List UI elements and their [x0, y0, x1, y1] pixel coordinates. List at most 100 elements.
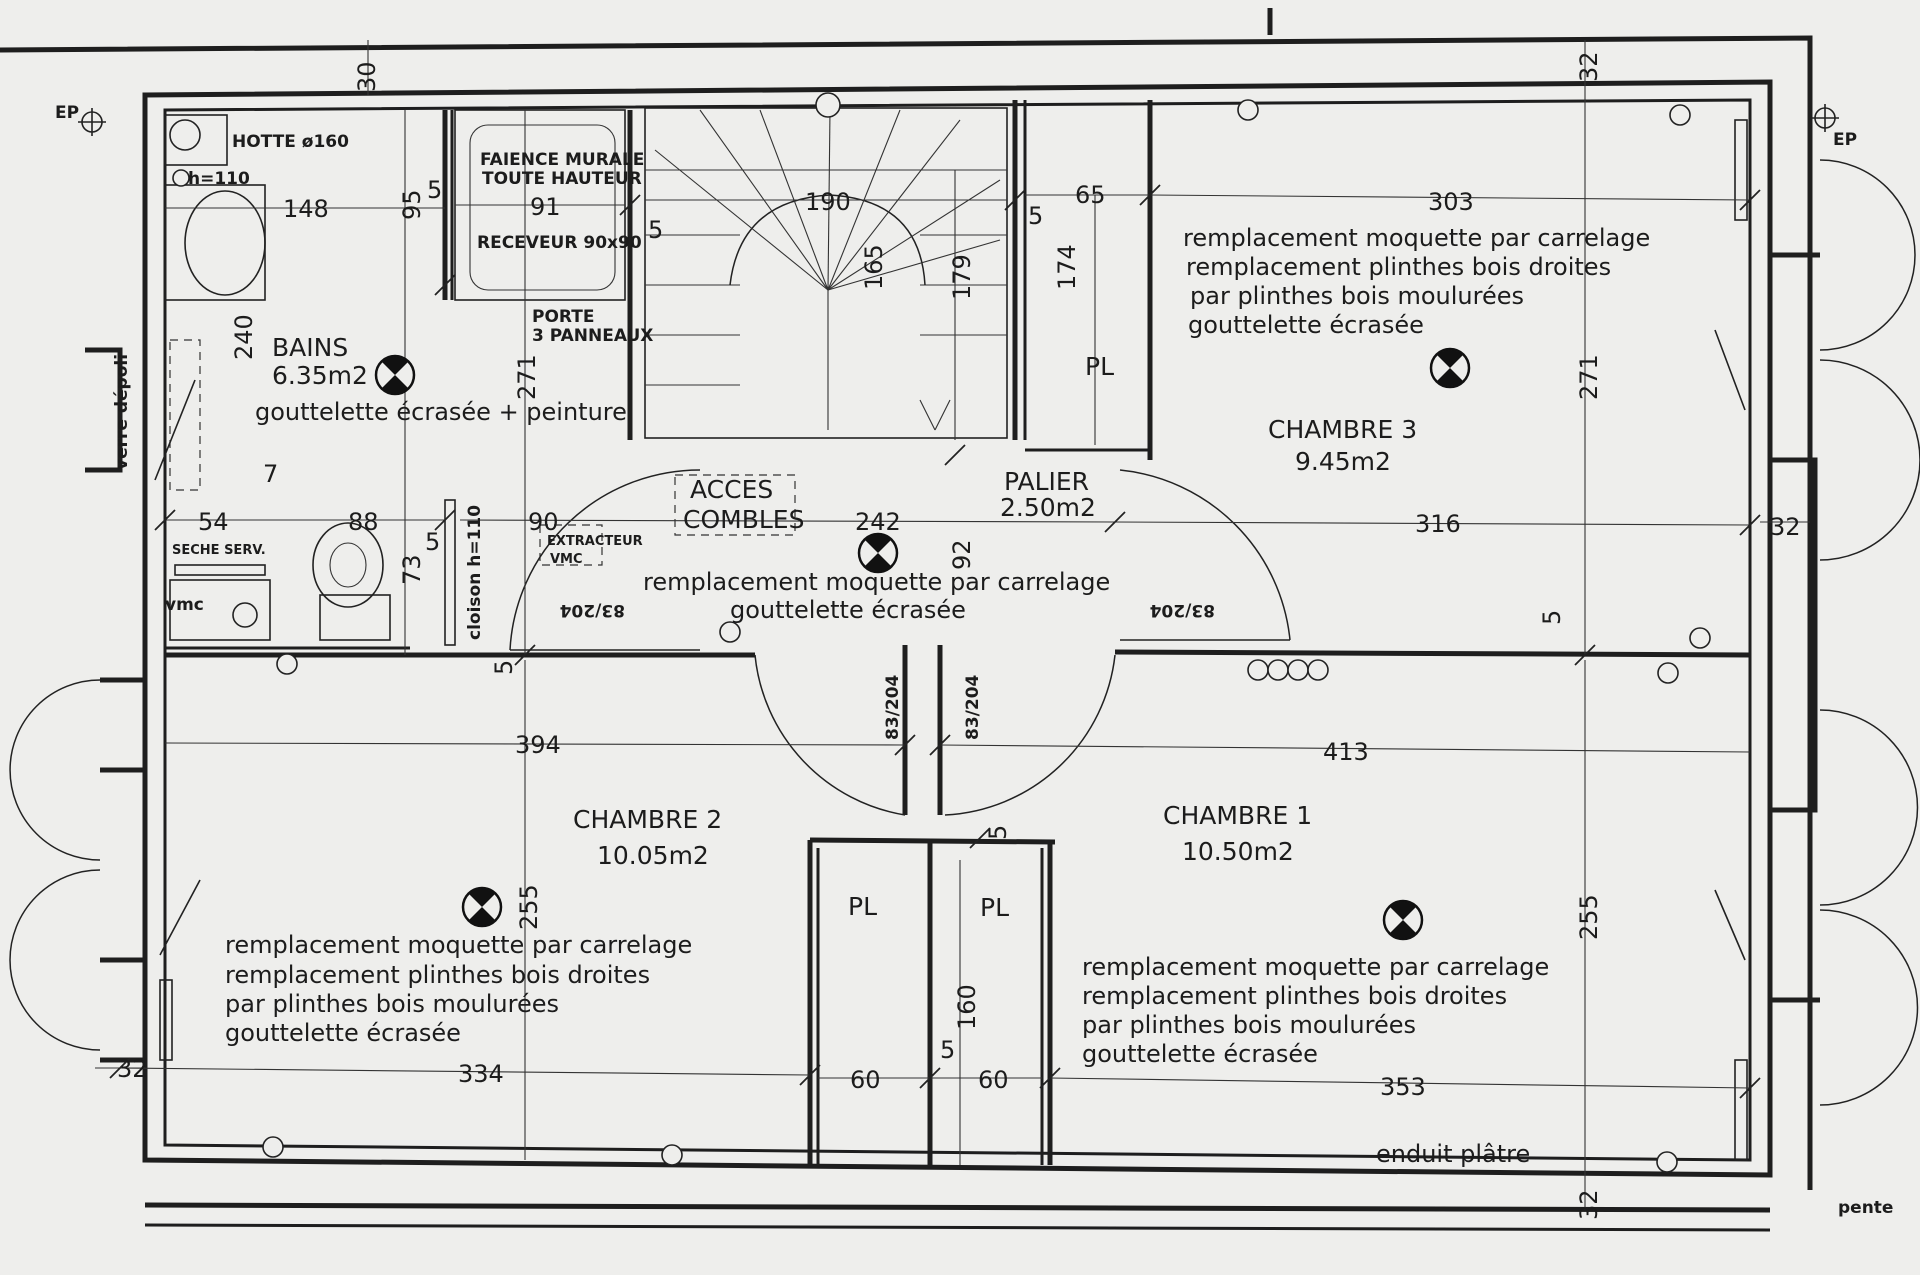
dim-value: 316: [1415, 510, 1461, 538]
dimension-values: 30 32 148 95 5 91 5 190 165 179 5 65 174…: [117, 51, 1801, 1220]
outlet-icon: [1669, 104, 1691, 126]
note-line: gouttelette écrasée: [225, 1019, 461, 1047]
dim-value: 54: [198, 508, 229, 536]
extracteur-label: VMC: [550, 552, 583, 567]
cloison-label: cloison h=110: [465, 505, 485, 640]
dim-value: 271: [513, 354, 541, 400]
porte-label: 3 PANNEAUX: [532, 326, 653, 346]
dim-value: 32: [1575, 51, 1603, 82]
note-line: par plinthes bois moulurées: [1082, 1011, 1416, 1039]
note-line: remplacement plinthes bois droites: [1082, 982, 1507, 1010]
porte-label: PORTE: [532, 307, 594, 327]
dim-value: 5: [1538, 610, 1566, 625]
dim-value: 92: [948, 539, 976, 570]
renovation-notes: remplacement moquette par carrelage remp…: [225, 224, 1650, 1168]
dim-value: 60: [850, 1066, 881, 1094]
dim-value: 353: [1380, 1073, 1426, 1101]
faience-label: FAIENCE MURALE: [480, 150, 644, 170]
note-bains: gouttelette écrasée + peinture: [255, 398, 627, 426]
ep-label: EP: [1833, 130, 1857, 150]
note-line: par plinthes bois moulurées: [225, 990, 559, 1018]
dim-value: 90: [528, 508, 559, 536]
vmc-label: vmc: [165, 595, 204, 615]
seche-label: SECHE SERV.: [172, 543, 266, 558]
outlet-icon: [172, 169, 190, 187]
pl-label: PL: [848, 892, 877, 921]
dim-value: 165: [860, 244, 888, 290]
dim-value: 190: [805, 188, 851, 216]
outlet-icon: [1307, 659, 1329, 681]
outlet-icon: [1657, 662, 1679, 684]
dimension-ticks: [109, 184, 1761, 1099]
enduit-label: enduit plâtre: [1376, 1140, 1530, 1168]
ceiling-light-icon: [1429, 347, 1471, 389]
dim-value: 73: [398, 554, 426, 585]
acces-label: COMBLES: [683, 505, 804, 534]
dim-value: 255: [515, 884, 543, 930]
dim-value: 148: [283, 195, 329, 223]
dim-value: 95: [398, 189, 426, 220]
door-size-label: 83/204: [1149, 600, 1215, 620]
dim-value: 271: [1575, 354, 1603, 400]
fixture-labels: HOTTE ø160 h=110 FAIENCE MURALE TOUTE HA…: [55, 103, 1893, 1218]
room-name-chambre2: CHAMBRE 2: [573, 805, 722, 834]
room-name-bains: BAINS: [272, 333, 348, 362]
note-line: gouttelette écrasée: [1188, 311, 1424, 339]
dim-value: 5: [648, 216, 663, 244]
dim-value: 88: [348, 508, 379, 536]
dim-value: 5: [490, 660, 518, 675]
dim-value: 174: [1053, 244, 1081, 290]
faience-label: TOUTE HAUTEUR: [482, 169, 642, 189]
ceiling-light-icon: [374, 354, 416, 396]
outlet-icon: [1247, 659, 1269, 681]
doors: [9, 119, 1920, 1161]
room-name-chambre1: CHAMBRE 1: [1163, 801, 1312, 830]
note-line: remplacement moquette par carrelage: [643, 568, 1110, 596]
hotte-label: HOTTE ø160: [232, 132, 349, 152]
outlet-icon: [1267, 659, 1289, 681]
note-line: remplacement plinthes bois droites: [1186, 253, 1611, 281]
dim-value: 413: [1323, 738, 1369, 766]
dim-value: 242: [855, 508, 901, 536]
ep-label: EP: [55, 103, 79, 123]
dim-value: 303: [1428, 188, 1474, 216]
ceiling-light-icon: [461, 886, 503, 928]
ceiling-light-icon: [857, 532, 899, 574]
dim-value: 30: [353, 61, 381, 92]
outlet-icon: [661, 1144, 683, 1166]
dim-value: 5: [1028, 202, 1043, 230]
dim-value: 5: [984, 825, 1012, 840]
outlet-icon: [262, 1136, 284, 1158]
dim-value: 65: [1075, 181, 1106, 209]
dim-value: 5: [427, 176, 442, 204]
dim-value: 255: [1575, 894, 1603, 940]
dim-value: 91: [530, 193, 561, 221]
room-area-chambre1: 10.50m2: [1182, 837, 1294, 866]
extracteur-label: EXTRACTEUR: [547, 534, 643, 549]
room-area-palier: 2.50m2: [1000, 493, 1096, 522]
dim-value: 179: [948, 254, 976, 300]
door-size-label: 83/204: [963, 674, 983, 740]
dim-value: 240: [230, 314, 258, 360]
ep-marker-icon: [1811, 104, 1839, 132]
dim-value: 60: [978, 1066, 1009, 1094]
dim-value: 7: [263, 460, 278, 488]
note-line: remplacement moquette par carrelage: [225, 931, 692, 959]
receveur-label: RECEVEUR 90x90: [477, 233, 642, 253]
outlet-icon: [1237, 99, 1259, 121]
pl-label: PL: [1085, 352, 1114, 381]
dim-value: 160: [953, 984, 981, 1030]
door-size-label: 83/204: [883, 674, 903, 740]
room-name-palier: PALIER: [1004, 467, 1089, 496]
room-labels: BAINS 6.35m2 gouttelette écrasée + peint…: [255, 333, 1417, 870]
outlet-icon: [1689, 627, 1711, 649]
pl-label: PL: [980, 893, 1009, 922]
ceiling-light-icon: [1382, 899, 1424, 941]
dim-value: 5: [425, 528, 440, 556]
dim-value: 394: [515, 731, 561, 759]
outlet-icon: [1287, 659, 1309, 681]
dim-value: 32: [1575, 1189, 1603, 1220]
room-area-chambre3: 9.45m2: [1295, 447, 1391, 476]
verre-label: verre dépoli: [112, 354, 132, 470]
note-line: gouttelette écrasée: [1082, 1040, 1318, 1068]
